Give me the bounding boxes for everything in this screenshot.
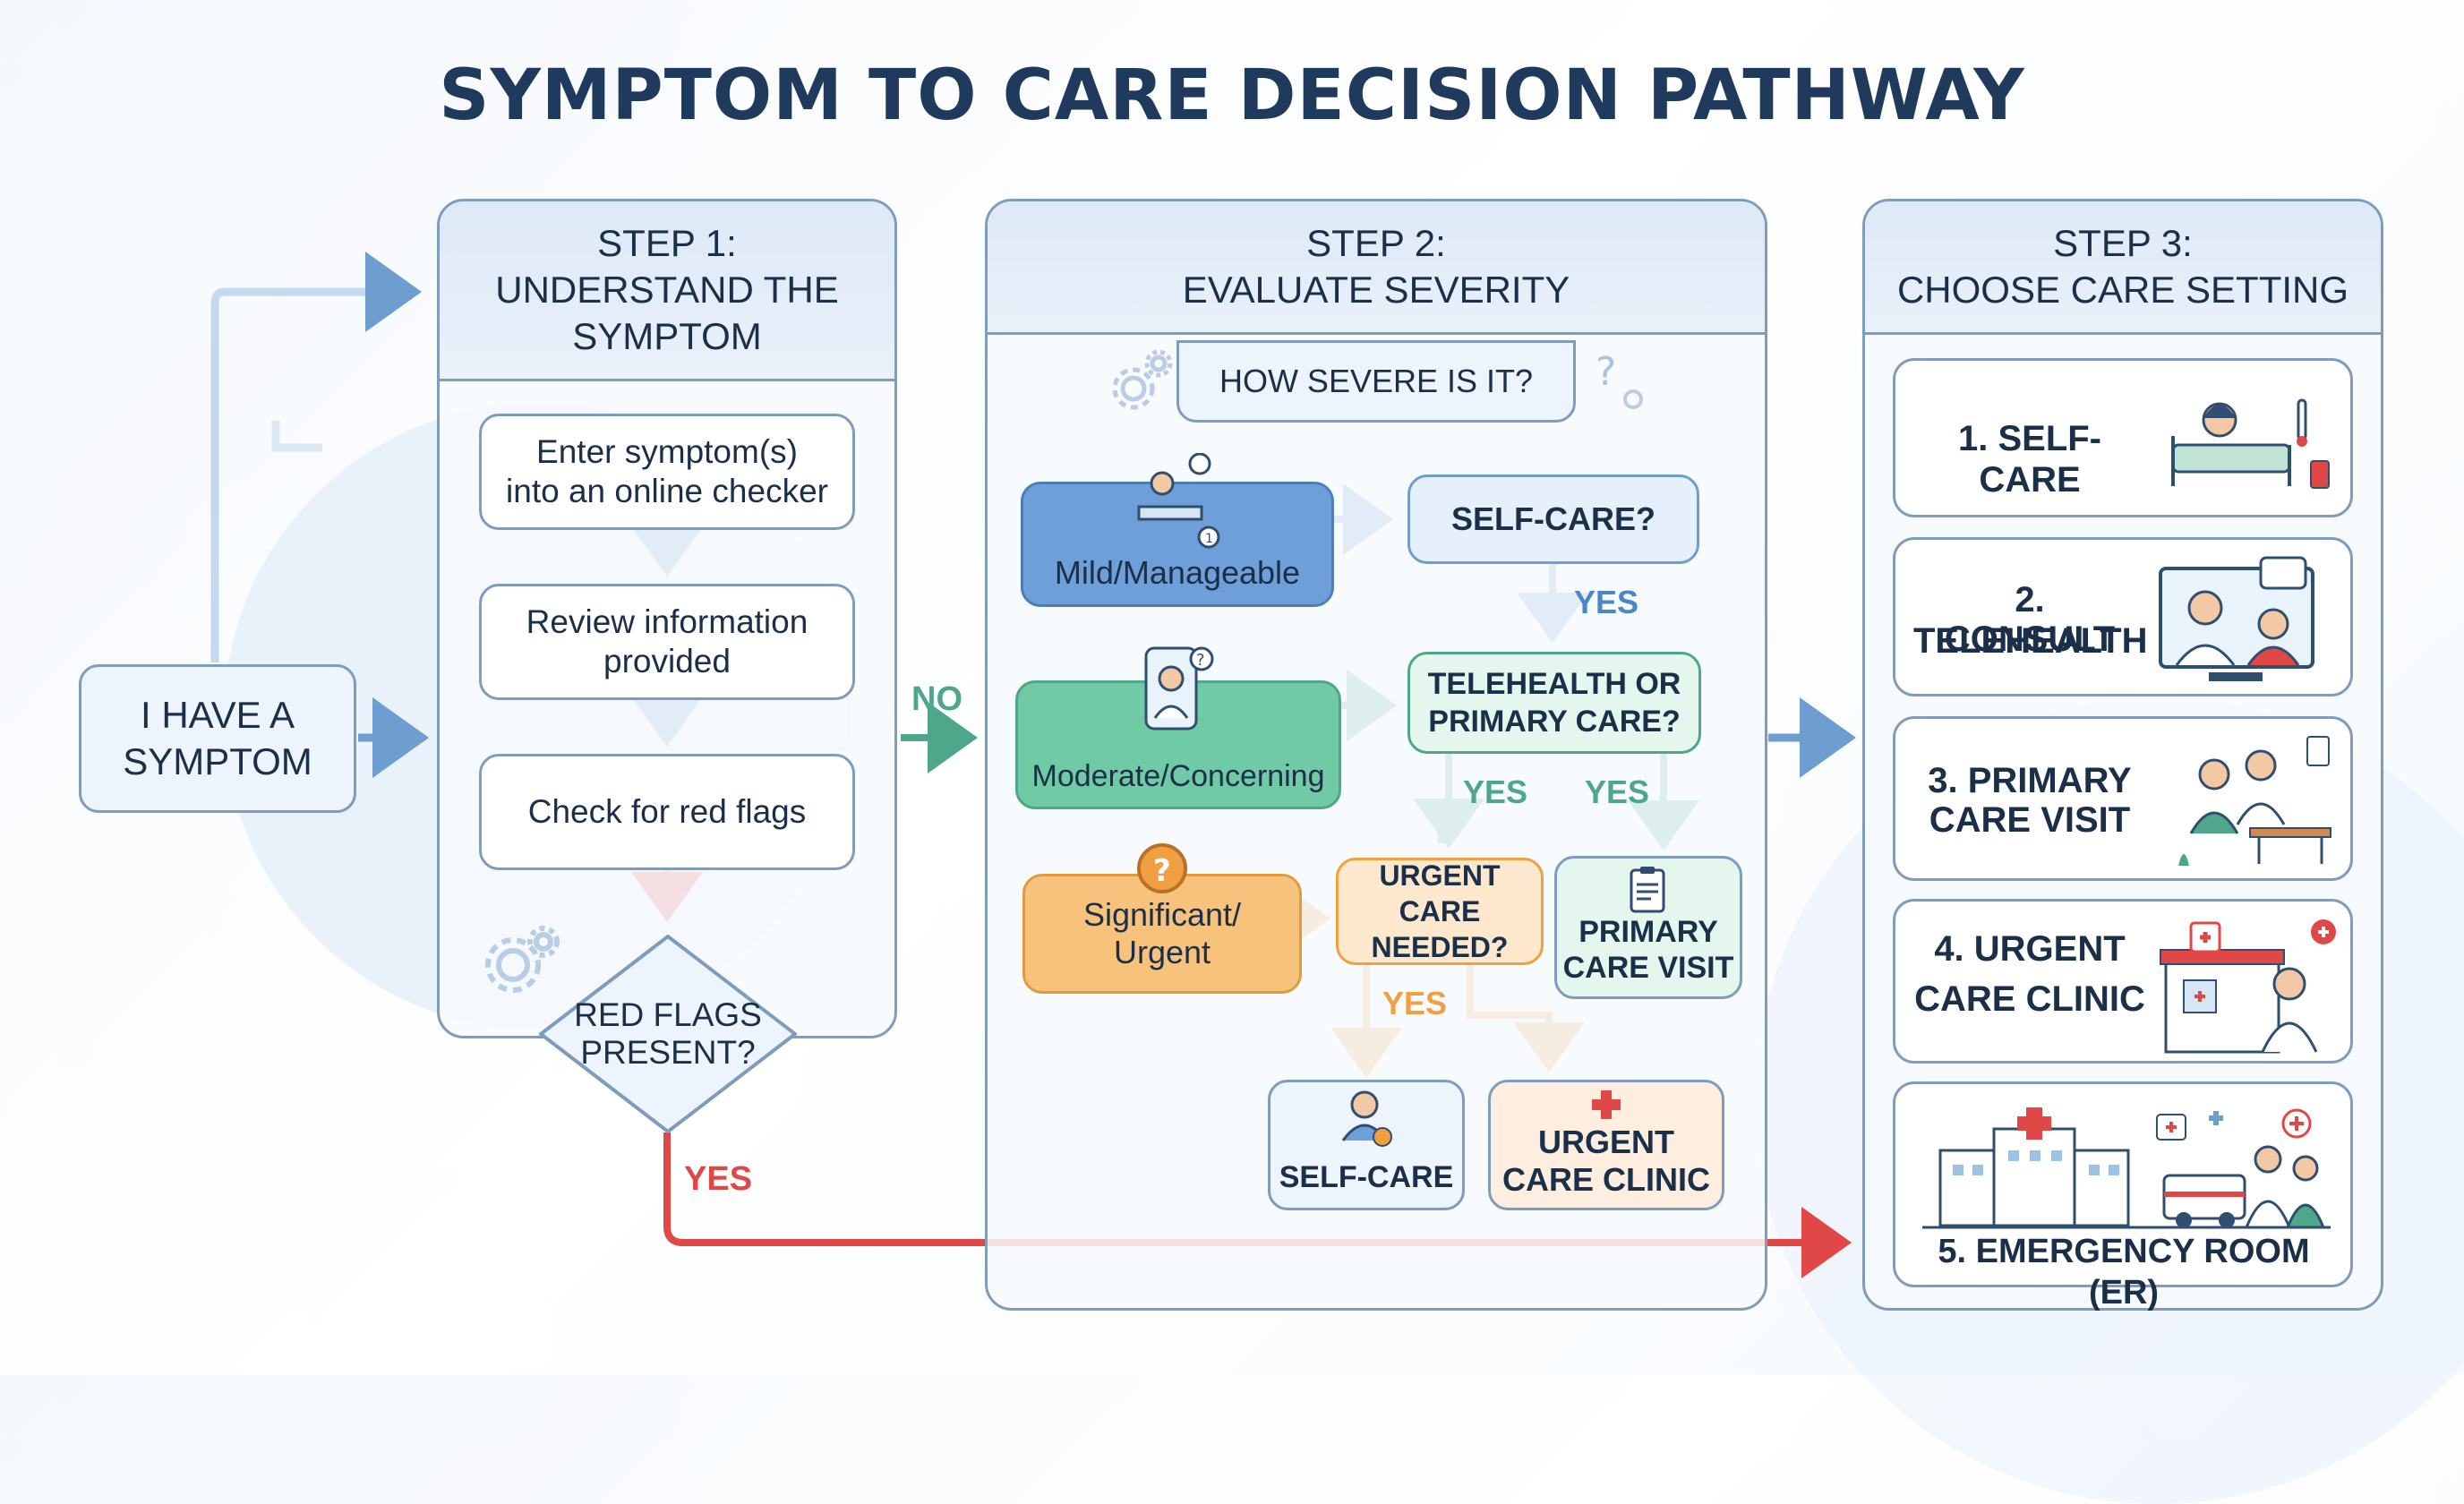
svg-text:?: ? [1196, 651, 1205, 670]
care-option-telehealth[interactable]: 2. TELEHEALTH CONSULT [1893, 537, 2353, 696]
urgent-care-building-icon [2160, 919, 2336, 1054]
care-option-label: CONSULT [1944, 620, 2116, 659]
start-line-2: SYMPTOM [123, 740, 312, 782]
step1-item-redflags[interactable]: Check for red flags [479, 754, 855, 870]
urgent-q-line1: URGENT CARE [1379, 859, 1501, 927]
severity-mild-label: Mild/Manageable [1054, 554, 1301, 591]
gear-icon [1112, 349, 1173, 410]
selfcare-question[interactable]: SELF-CARE? [1407, 474, 1699, 564]
selfcare-question-text: SELF-CARE? [1451, 500, 1656, 537]
page-title: SYMPTOM TO CARE DECISION PATHWAY [439, 56, 2025, 136]
care-option-label: 3. PRIMARY [1928, 761, 2132, 800]
severity-mild[interactable]: Mild/Manageable [1021, 482, 1334, 607]
doctor-visit-icon [2178, 736, 2331, 866]
tele-line2: PRIMARY CARE? [1428, 705, 1681, 739]
step2-label: STEP 2: [1306, 222, 1446, 264]
care-option-emergency-room[interactable]: 5. EMERGENCY ROOM (ER) [1893, 1081, 2353, 1312]
care-option-label: 1. SELF-CARE [1957, 419, 2102, 500]
urgent-out-line1: URGENT [1538, 1124, 1674, 1160]
severity-significant[interactable]: Significant/ Urgent [1022, 874, 1302, 994]
decision-line1: RED FLAGS [574, 996, 762, 1033]
urgent-out-line2: CARE CLINIC [1502, 1161, 1710, 1198]
decision-line2: PRESENT? [580, 1034, 756, 1071]
tele-line1: TELEHEALTH OR [1427, 667, 1681, 701]
step3-header: STEP 3: CHOOSE CARE SETTING [1865, 201, 2381, 335]
clipboard-icon [1630, 867, 1665, 913]
step2-header: STEP 2: EVALUATE SEVERITY [988, 201, 1765, 335]
hospital-ambulance-icon [1922, 1107, 2331, 1229]
telehealth-screen-icon [2159, 556, 2314, 681]
step1-item-review[interactable]: Review information provided [479, 584, 855, 700]
medical-cross-icon [1592, 1090, 1621, 1119]
step2-title: EVALUATE SEVERITY [1182, 269, 1570, 311]
care-option-self-care[interactable]: 1. SELF-CARE [1893, 358, 2353, 517]
telehealth-question[interactable]: TELEHEALTH OR PRIMARY CARE? [1407, 652, 1701, 754]
urgent-care-sign: URGENT CARE [2172, 968, 2272, 983]
care-option-urgent-care[interactable]: 4. URGENT CARE CLINIC URGENT CARE [1893, 899, 2353, 1064]
selfcare-outcome-label: SELF-CARE [1279, 1160, 1454, 1194]
question-icon: ? [1596, 349, 1643, 409]
alert-badge-icon: ? [1137, 843, 1187, 893]
step1-label: STEP 1: [597, 222, 737, 264]
severity-question-text: HOW SEVERE IS IT? [1219, 363, 1534, 399]
red-flags-label: RED FLAGS PRESENT? [573, 985, 763, 1083]
care-option-primary-care[interactable]: 3. PRIMARY CARE VISIT [1893, 716, 2353, 881]
severity-moderate-label: Moderate/Concerning [1031, 759, 1325, 793]
severity-question: HOW SEVERE IS IT? [1176, 340, 1576, 423]
yes-label-orange: YES [1382, 985, 1448, 1021]
care-option-label: 5. EMERGENCY ROOM (ER) [1938, 1233, 2310, 1312]
urgent-q-line2: NEEDED? [1371, 931, 1509, 963]
urgent-care-question[interactable]: URGENT CARE NEEDED? [1336, 858, 1544, 965]
patient-bed-icon: 1 [1137, 453, 1220, 549]
phone-doctor-icon: ? [1144, 646, 1214, 731]
start-node[interactable]: I HAVE A SYMPTOM [79, 664, 356, 813]
step1-item-line2: provided [603, 643, 731, 679]
start-line-1: I HAVE A [141, 694, 295, 736]
step1-header: STEP 1: UNDERSTAND THE SYMPTOM [440, 201, 894, 381]
no-label: NO [911, 680, 962, 718]
care-option-label: CARE CLINIC [1914, 979, 2145, 1019]
svg-text:?: ? [1153, 853, 1171, 889]
svg-text:?: ? [1596, 349, 1616, 395]
yes-label-red: YES [684, 1160, 753, 1198]
significant-line1: Significant/ [1082, 896, 1242, 933]
step1-item-line1: Enter symptom(s) [536, 433, 798, 470]
step1-title-line1: UNDERSTAND THE [495, 269, 839, 311]
care-option-label: 2. TELEHEALTH [1913, 580, 2148, 661]
step1-item-line2: into an online checker [506, 473, 828, 509]
step1-item-line1: Check for red flags [527, 793, 807, 830]
step3-title: CHOOSE CARE SETTING [1896, 269, 2349, 311]
care-option-label: CARE VISIT [1929, 800, 2131, 840]
red-flags-decision[interactable] [535, 933, 800, 1135]
yes-label-green: YES [1585, 773, 1650, 810]
step3-label: STEP 3: [2053, 222, 2193, 264]
person-icon [1341, 1090, 1392, 1147]
step1-item-line1: Review information [526, 603, 808, 640]
care-option-label: 4. URGENT [1934, 929, 2126, 969]
severity-moderate[interactable]: Moderate/Concerning [1015, 680, 1341, 809]
bed-rest-icon [2171, 398, 2330, 489]
primary-line2: CARE VISIT [1562, 951, 1734, 985]
svg-text:1: 1 [1205, 532, 1213, 546]
yes-label-green: YES [1463, 773, 1528, 810]
significant-line2: Urgent [1113, 934, 1211, 970]
step1-title-line2: SYMPTOM [572, 315, 762, 357]
primary-line1: PRIMARY [1578, 915, 1718, 949]
step1-item-enter[interactable]: Enter symptom(s) into an online checker [479, 414, 855, 530]
gear-icon [485, 926, 560, 993]
yes-label-blue: YES [1574, 584, 1639, 620]
